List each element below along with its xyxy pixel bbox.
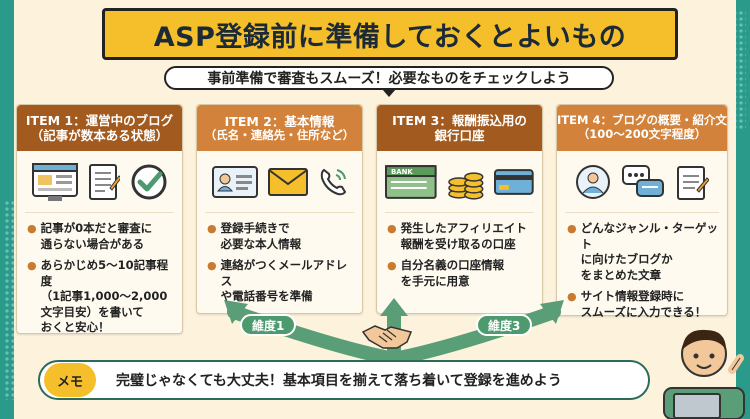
item-subheading: （100〜200文字程度） [577,127,707,141]
dimension-tag-1: 維度1 [240,314,297,336]
item-card-header: ITEM 2：基本情報 （氏名・連絡先・住所など） [197,105,362,151]
page-title: ASP登録前に準備しておくとよいもの [153,21,627,53]
item-subheading: 銀行口座 [434,128,485,143]
memo-badge: メモ [44,363,96,397]
item-bullets: ●発生したアフィリエイト 報酬を受け取るの口座 ●自分名義の口座情報 を手元に用… [377,213,542,289]
item-bullets: ●登録手続きで 必要な本人情報 ●連絡がつくメールアドレス や電話番号を準備 [197,213,362,305]
item-card-header: ITEM 1：運営中のブログ （記事が数本ある状態） [17,105,182,151]
dimension-tag-3: 維度3 [476,314,533,336]
item-icons: BANK [385,151,534,213]
notepad-icon [677,165,709,200]
chat-icon [622,164,664,197]
list-item: ●どんなジャンル・ターゲット に向けたブログか をまとめた文章 [567,221,719,282]
item-card-4: ITEM 4：ブログの概要・紹介文 （100〜200文字程度） [556,104,728,319]
list-item: ●あらかじめ5〜10記事程度 （1記事1,000〜2,000 文字目安）を書いて… [27,258,169,335]
item-icons [205,151,354,213]
subtitle-callout: 事前準備で審査もスムーズ！必要なものをチェックしよう [164,66,614,97]
id-card-icon [211,165,258,198]
memo-text: 完璧じゃなくても大丈夫！基本項目を揃えて落ち着いて登録を進めよう [116,373,562,389]
list-item: ●記事が0本だと審査に 通らない場合がある [27,221,153,251]
item-heading: ITEM 1：運営中のブログ [25,113,174,128]
bank-book-icon: BANK [385,164,437,199]
credit-card-icon [494,168,534,195]
item-heading: ITEM 3：報酬振込用の [392,113,527,128]
item-icons [25,151,174,213]
item-subheading: （氏名・連絡先・住所など） [204,127,355,142]
list-item: ●自分名義の口座情報 を手元に用意 [387,258,505,288]
banner-ribbon-right [669,21,699,55]
list-item: ●登録手続きで 必要な本人情報 [207,221,302,251]
item-icons [565,151,719,213]
banner-ribbon-left [81,21,111,55]
envelope-icon [267,167,308,196]
item-heading: ITEM 4：ブログの概要・紹介文 [557,113,727,128]
browser-icon [31,162,78,201]
item-card-1: ITEM 1：運営中のブログ （記事が数本ある状態） [16,104,183,334]
bank-label: BANK [391,168,413,176]
memo-bar: メモ 完璧じゃなくても大丈夫！基本項目を揃えて落ち着いて登録を進めよう [38,360,650,400]
check-icon [131,164,166,199]
list-item: ●発生したアフィリエイト 報酬を受け取るの口座 [387,221,527,251]
list-item: ●連絡がつくメールアドレス や電話番号を準備 [207,258,348,304]
phone-icon [320,168,346,195]
profile-icon [576,164,610,199]
document-icon [88,163,120,200]
infographic-page: ASP登録前に準備しておくとよいもの 事前準備で審査もスムーズ！必要なものをチェ… [14,0,745,419]
item-card-header: ITEM 4：ブログの概要・紹介文 （100〜200文字程度） [557,105,727,151]
item-bullets: ●記事が0本だと審査に 通らない場合がある ●あらかじめ5〜10記事程度 （1記… [17,213,182,336]
title-banner: ASP登録前に準備しておくとよいもの [81,8,699,60]
subtitle-text: 事前準備で審査もスムーズ！必要なものをチェックしよう [207,71,571,87]
item-subheading: （記事が数本ある状態） [30,128,169,143]
handshake-icon [361,325,413,349]
item-card-2: ITEM 2：基本情報 （氏名・連絡先・住所など） ● [196,104,363,314]
item-heading: ITEM 2：基本情報 [224,113,335,129]
item-bullets: ●どんなジャンル・ターゲット に向けたブログか をまとめた文章 ●サイト情報登録… [557,213,727,320]
item-card-3: ITEM 3：報酬振込用の 銀行口座 BANK [376,104,543,314]
list-item: ●サイト情報登録時に スムーズに入力できる！ [567,289,707,319]
item-card-header: ITEM 3：報酬振込用の 銀行口座 [377,105,542,151]
coins-icon [447,171,484,200]
person-with-laptop-illustration [663,329,745,419]
